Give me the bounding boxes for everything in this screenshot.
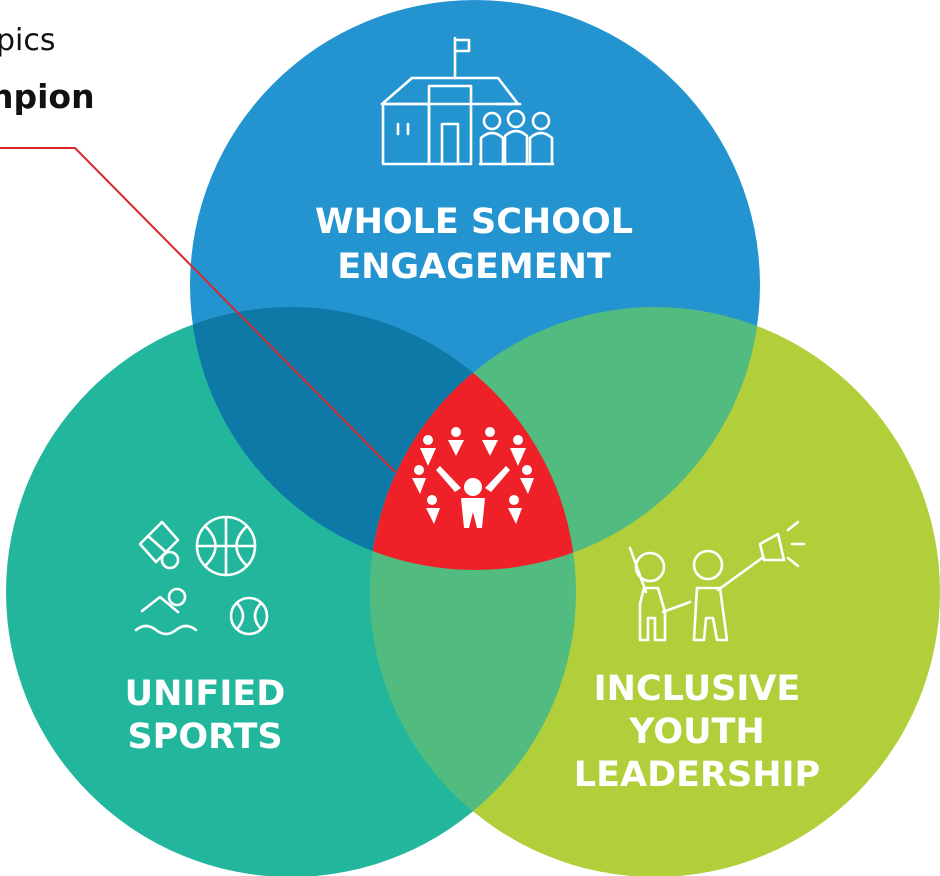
school-label-line2: ENGAGEMENT: [337, 247, 611, 287]
sports-label-line2: SPORTS: [127, 717, 282, 757]
swimmer-icon: [134, 587, 198, 636]
youth-with-megaphone-icon: [628, 520, 806, 642]
sports-equipment-icon: [134, 515, 269, 636]
header-line1: pics: [0, 23, 56, 58]
leadership-label-line1: INCLUSIVE: [594, 669, 801, 709]
callout-line: [0, 147, 396, 473]
leadership-label-line2: YOUTH: [628, 712, 764, 752]
sports-label-line1: UNIFIED: [125, 674, 286, 714]
school-with-students-icon: [380, 36, 555, 166]
shuttlecock-icon: [138, 520, 180, 570]
baseball-icon: [229, 596, 269, 636]
school-label-line1: WHOLE SCHOOL: [315, 202, 633, 242]
leadership-label-line3: LEADERSHIP: [574, 755, 820, 795]
special-olympics-logo-icon: [412, 427, 534, 528]
header-line2: npion: [0, 77, 95, 116]
